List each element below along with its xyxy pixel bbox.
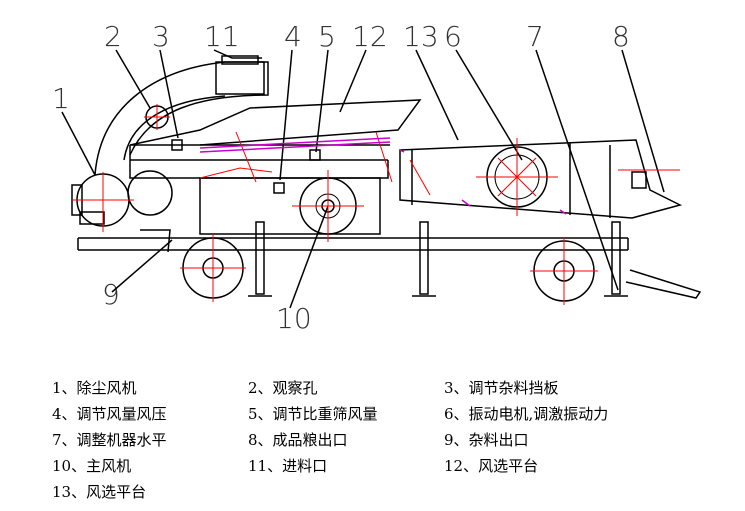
legend-item: 10、主风机 xyxy=(52,456,132,475)
callout-7: 7 xyxy=(526,20,544,53)
legend-item: 5、调节比重筛风量 xyxy=(248,404,378,423)
callout-11: 11 xyxy=(204,20,240,53)
legend-item: 8、成品粮出口 xyxy=(248,430,348,449)
callout-8: 8 xyxy=(612,20,630,53)
callout-6: 6 xyxy=(444,20,462,53)
callout-9: 9 xyxy=(102,278,120,311)
callout-4: 4 xyxy=(284,20,302,53)
legend: 1、除尘风机 2、观察孔 3、调节杂料挡板 4、调节风量风压 5、调节比重筛风量… xyxy=(52,374,732,504)
callout-10: 10 xyxy=(276,302,312,335)
legend-row: 13、风选平台 xyxy=(52,478,732,504)
callout-2: 2 xyxy=(104,20,122,53)
legend-item: 7、调整机器水平 xyxy=(52,430,167,449)
legend-item: 9、杂料出口 xyxy=(444,430,529,449)
callout-5: 5 xyxy=(318,20,336,53)
machine-outline xyxy=(61,49,702,309)
legend-item: 2、观察孔 xyxy=(248,378,318,397)
callout-3: 3 xyxy=(152,20,170,53)
center-lines xyxy=(72,104,680,305)
machine-diagram: 1 2 3 11 4 5 12 13 6 7 8 9 10 xyxy=(52,20,702,335)
legend-row: 4、调节风量风压 5、调节比重筛风量 6、振动电机,调激振动力 xyxy=(52,400,732,426)
screen-decks xyxy=(199,137,567,215)
legend-item: 1、除尘风机 xyxy=(52,378,137,397)
legend-item: 12、风选平台 xyxy=(444,456,539,475)
legend-row: 10、主风机 11、进料口 12、风选平台 xyxy=(52,452,732,478)
legend-item: 3、调节杂料挡板 xyxy=(444,378,559,397)
callout-1: 1 xyxy=(52,82,70,115)
legend-item: 11、进料口 xyxy=(248,456,328,475)
legend-item: 13、风选平台 xyxy=(52,482,147,501)
legend-row: 7、调整机器水平 8、成品粮出口 9、杂料出口 xyxy=(52,426,732,452)
legend-row: 1、除尘风机 2、观察孔 3、调节杂料挡板 xyxy=(52,374,732,400)
legend-item: 6、振动电机,调激振动力 xyxy=(444,404,609,423)
legend-item: 4、调节风量风压 xyxy=(52,404,167,423)
callout-12: 12 xyxy=(352,20,388,53)
callout-13: 13 xyxy=(403,20,439,53)
